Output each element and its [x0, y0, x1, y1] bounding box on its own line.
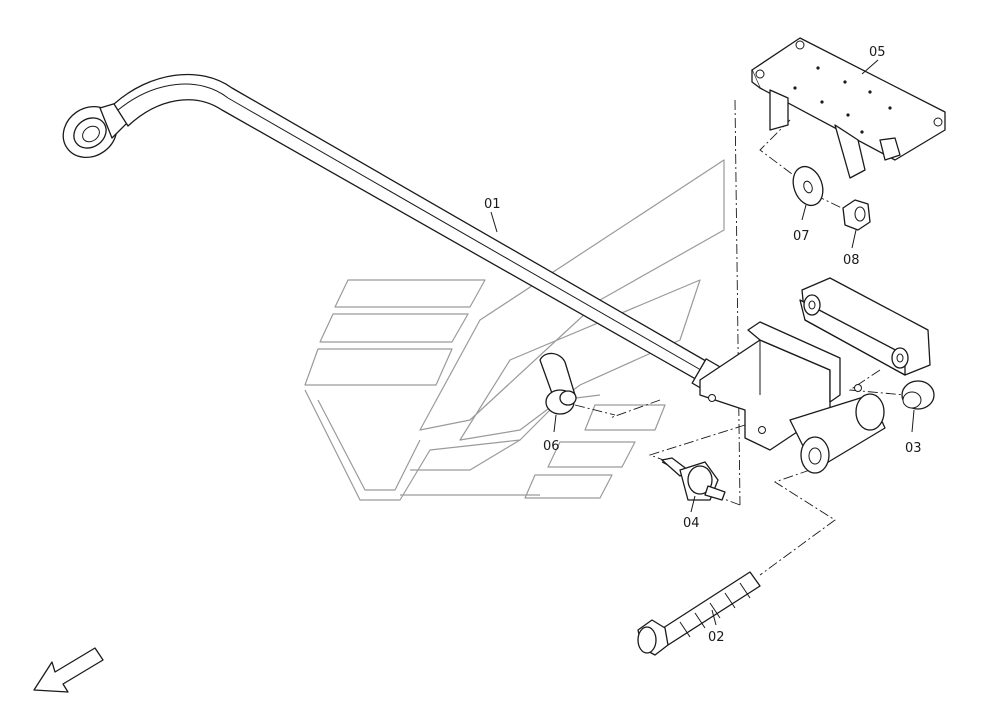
callouts: 01 02 03 04 05 06 07 08 [484, 45, 922, 645]
callout-08: 08 [843, 253, 860, 268]
part-07-washer [792, 165, 824, 207]
part-04-rubber-mount [661, 457, 726, 501]
link-arm [799, 277, 931, 376]
callout-05: 05 [869, 45, 886, 60]
callout-07: 07 [793, 229, 810, 244]
callout-06: 06 [543, 439, 560, 454]
callout-03: 03 [905, 441, 922, 456]
watermark-logo [304, 159, 725, 501]
sleeve-tube [789, 393, 886, 474]
leader-lines [490, 59, 915, 626]
part-03-rubber-bush [901, 380, 935, 410]
callout-04: 04 [683, 516, 700, 531]
callout-02: 02 [708, 630, 725, 645]
part-02-long-bolt [637, 571, 761, 656]
part-05-mounting-bracket [751, 37, 946, 179]
arrow-down-left-icon [33, 647, 104, 693]
callout-01: 01 [484, 197, 501, 212]
part-06-eye-bolt [539, 352, 577, 415]
part-08-nut [842, 199, 871, 231]
part-01-stabilizer-bar [62, 73, 735, 400]
